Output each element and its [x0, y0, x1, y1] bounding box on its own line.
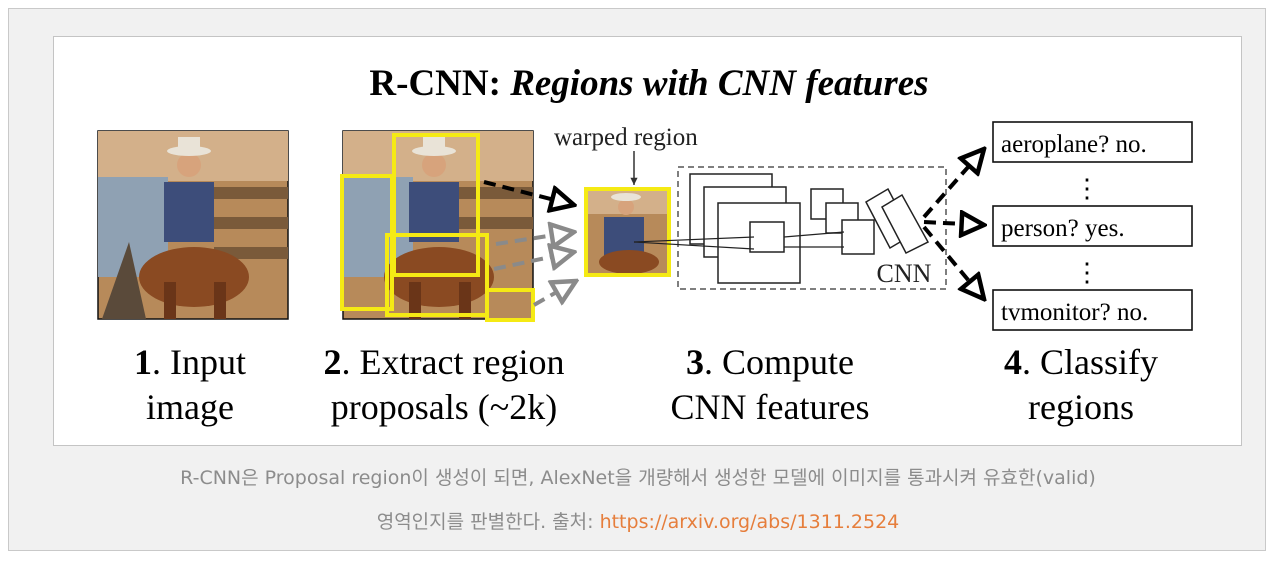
- classify-arrows: [922, 149, 984, 299]
- warped-region-label: warped region: [554, 124, 698, 151]
- input-image: [97, 130, 289, 320]
- step-3-line2: CNN features: [671, 387, 870, 427]
- ellipsis-1: ⋮: [1074, 174, 1100, 203]
- step-4-line2: regions: [1028, 387, 1134, 427]
- caption-source: 영역인지를 판별한다. 출처:: [376, 511, 600, 533]
- diagram-title: R-CNN: Regions with CNN features: [369, 63, 928, 104]
- svg-text:person? yes.: person? yes.: [1001, 215, 1125, 242]
- class-box-person: person? yes.: [992, 205, 1193, 247]
- step-3-line1: 3. Compute: [686, 342, 854, 382]
- caption-line-2: 영역인지를 판별한다. 출처: https://arxiv.org/abs/13…: [9, 500, 1267, 544]
- figure-card: R-CNN: Regions with CNN features: [8, 8, 1266, 551]
- proposal-arrows: [483, 180, 576, 307]
- svg-text:tvmonitor? no.: tvmonitor? no.: [1001, 299, 1148, 326]
- ellipsis-2: ⋮: [1074, 258, 1100, 287]
- class-box-aeroplane: aeroplane? no.: [992, 121, 1193, 163]
- step-1-line1: 1. Input: [134, 342, 246, 382]
- region-proposals-image: [340, 130, 535, 322]
- step-1-line2: image: [146, 387, 234, 427]
- diagram-canvas: R-CNN: Regions with CNN features: [97, 63, 1193, 427]
- step-2-line2: proposals (~2k): [331, 387, 557, 427]
- class-box-tvmonitor: tvmonitor? no.: [992, 289, 1193, 331]
- step-2-line1: 2. Extract region: [324, 342, 565, 382]
- step-4-line1: 4. Classify: [1004, 342, 1158, 382]
- warped-region-image: [584, 187, 671, 277]
- cnn-block: CNN: [633, 166, 947, 290]
- rcnn-diagram: R-CNN: Regions with CNN features: [53, 36, 1242, 446]
- svg-text:aeroplane? no.: aeroplane? no.: [1001, 131, 1147, 158]
- figure-caption: R-CNN은 Proposal region이 생성이 되면, AlexNet을…: [9, 456, 1267, 544]
- caption-line-1: R-CNN은 Proposal region이 생성이 되면, AlexNet을…: [180, 467, 1096, 489]
- cnn-label: CNN: [877, 259, 932, 288]
- source-link[interactable]: https://arxiv.org/abs/1311.2524: [599, 511, 900, 533]
